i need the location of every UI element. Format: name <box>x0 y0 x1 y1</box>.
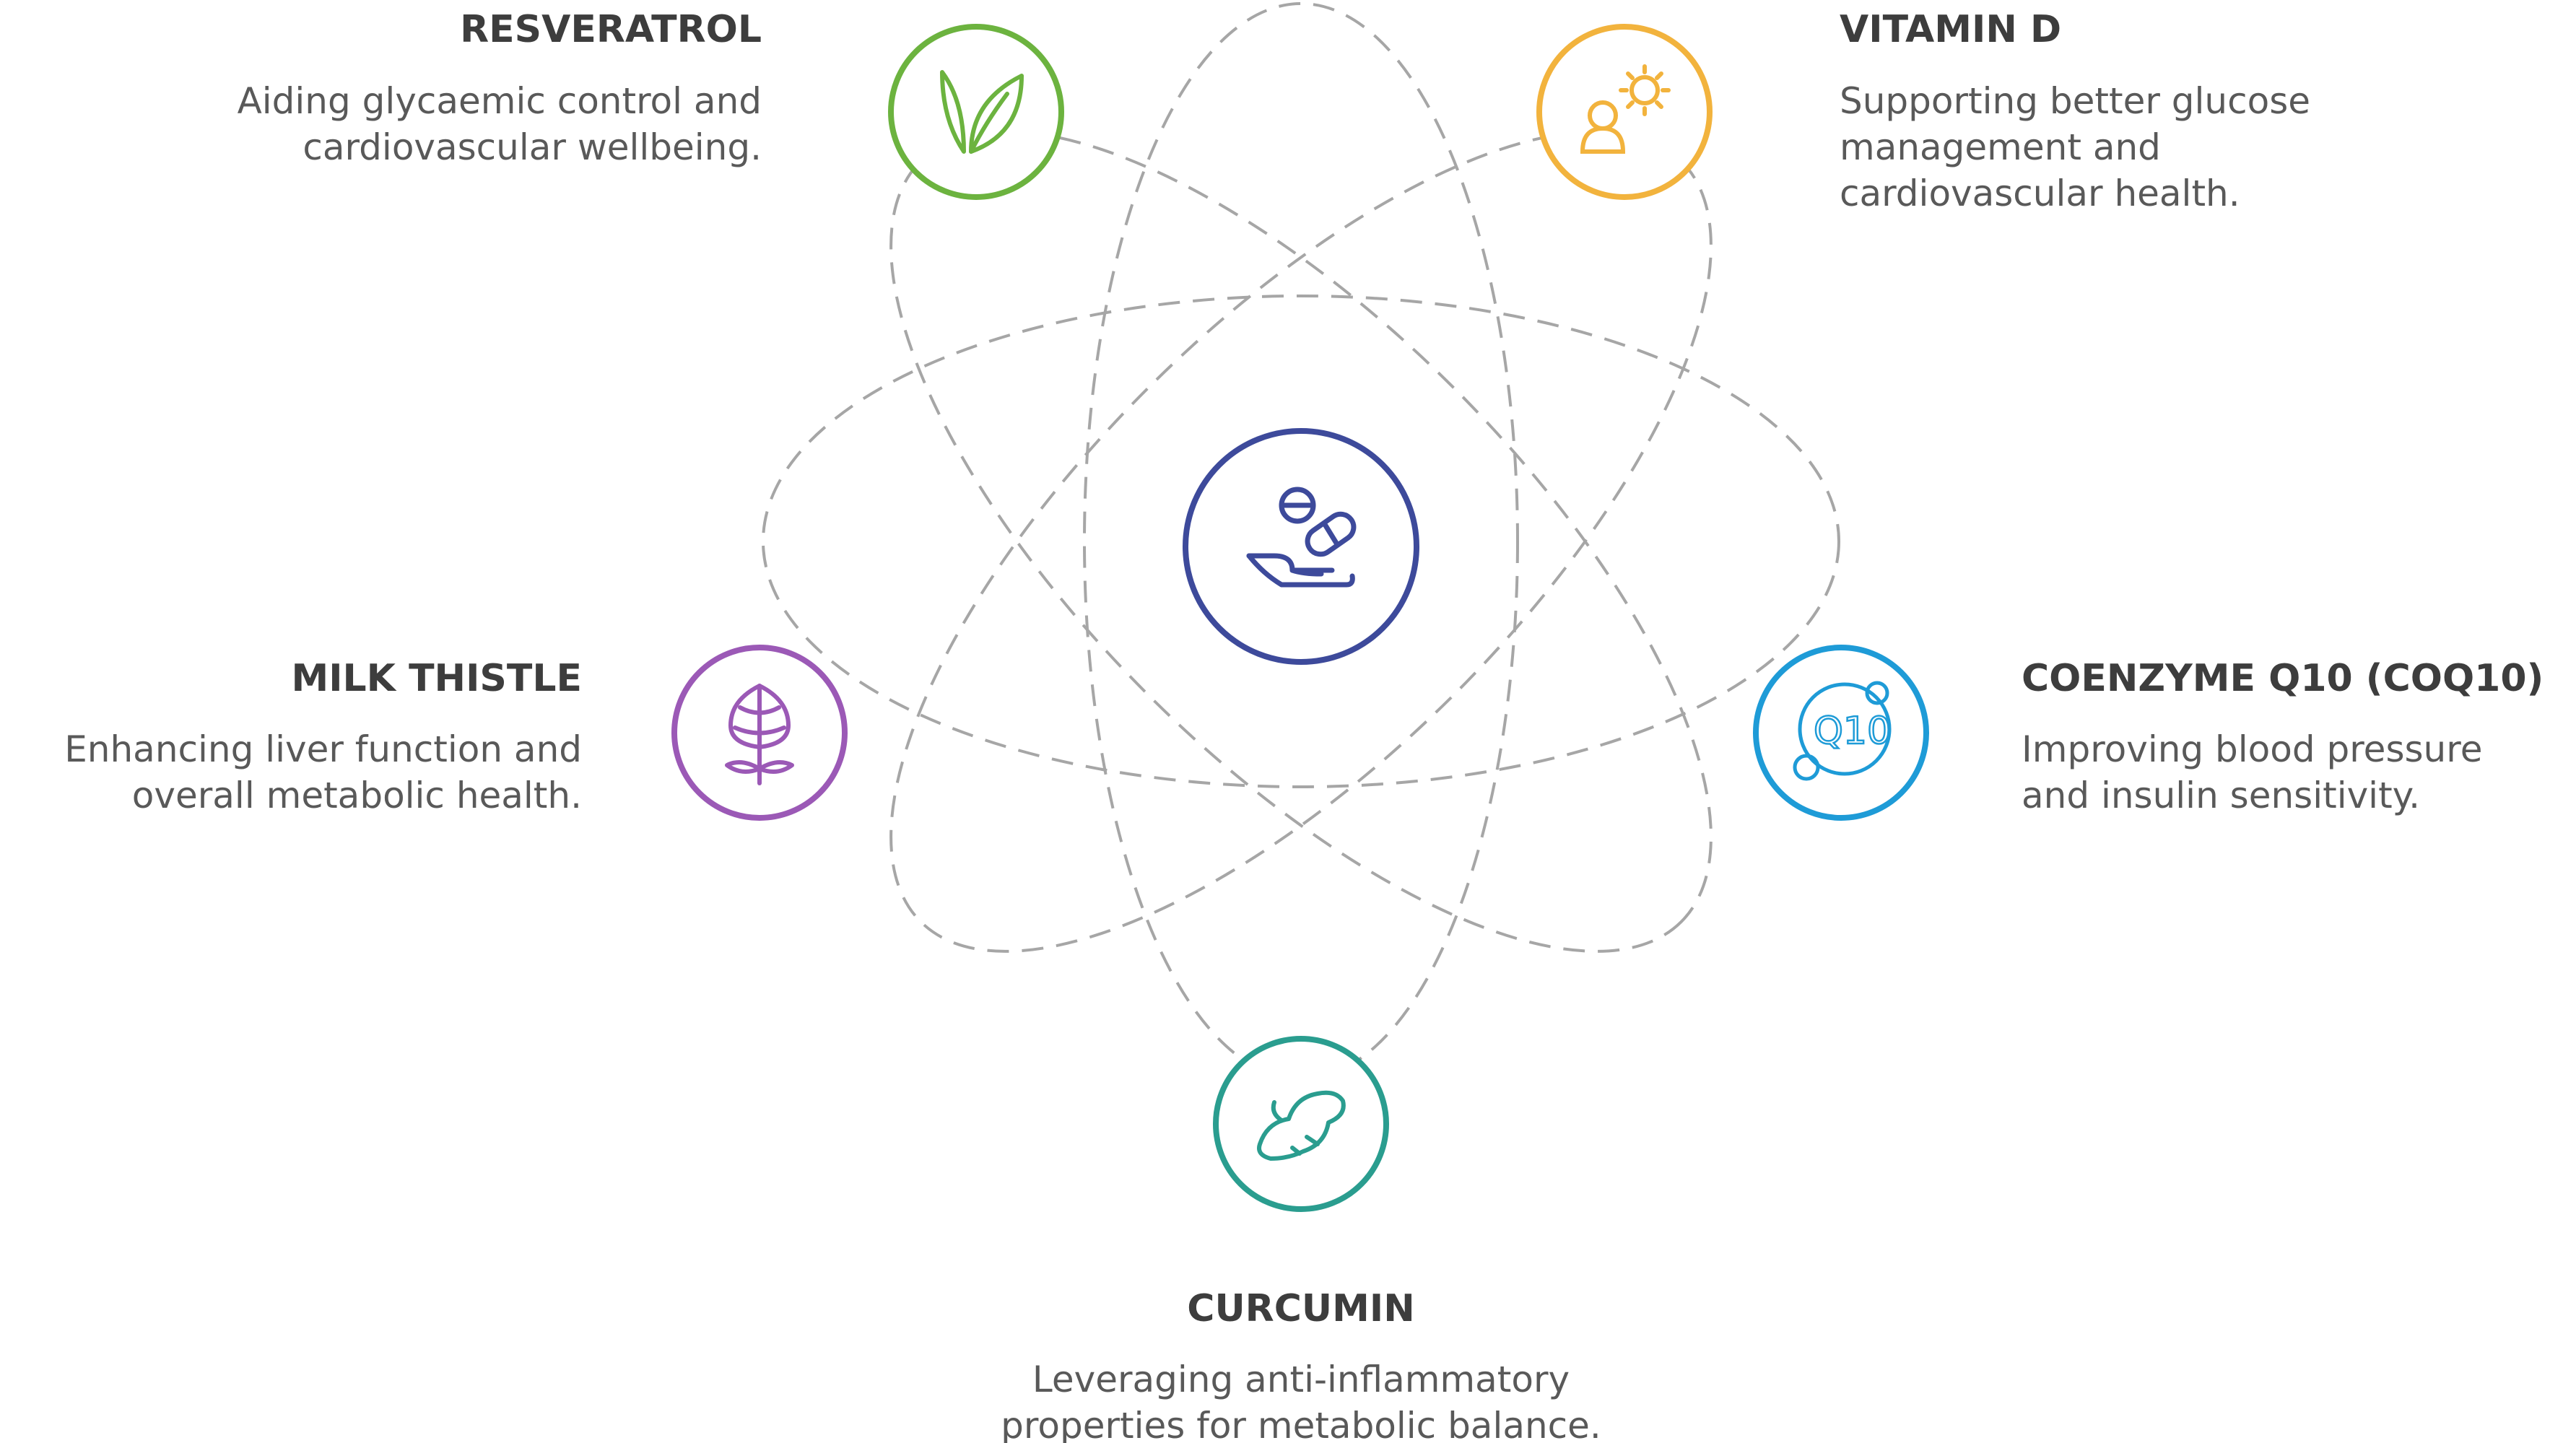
resveratrol-desc-line-1: Aiding glycaemic control and <box>238 80 762 122</box>
vitamin-d-title: VITAMIN D <box>1840 8 2061 51</box>
label-vitamin-d: VITAMIN D Supporting better glucose mana… <box>1840 8 2310 214</box>
coq10-desc-line-2: and insulin sensitivity. <box>2022 775 2420 816</box>
curcumin-desc-line-1: Leveraging anti-inflammatory <box>1032 1359 1570 1400</box>
thistle-flower-icon <box>725 684 794 785</box>
hand-with-pills-icon <box>1246 487 1357 588</box>
node-milk-thistle <box>671 645 848 821</box>
vitamin-d-desc-line-2: management and <box>1840 126 2161 168</box>
milk-thistle-title: MILK THISTLE <box>291 657 582 700</box>
svg-text:Q10: Q10 <box>1814 710 1891 753</box>
milk-thistle-desc-line-1: Enhancing liver function and <box>64 728 582 770</box>
node-curcumin <box>1213 1036 1389 1212</box>
label-curcumin: CURCUMIN Leveraging anti-inflammatory pr… <box>1001 1287 1601 1443</box>
q10-molecule-icon: Q10 <box>1793 681 1892 781</box>
curcumin-title: CURCUMIN <box>1187 1287 1414 1330</box>
orbit-vertical <box>1083 2 1519 1081</box>
node-resveratrol <box>888 24 1064 200</box>
label-resveratrol: RESVERATROL Aiding glycaemic control and… <box>238 8 762 168</box>
resveratrol-title: RESVERATROL <box>460 8 762 51</box>
node-vitamin-d <box>1536 24 1713 200</box>
orbit-diagonal-a <box>889 130 1713 953</box>
milk-thistle-desc-line-2: overall metabolic health. <box>132 775 582 816</box>
resveratrol-desc-line-2: cardiovascular wellbeing. <box>303 126 762 168</box>
leaf-icon <box>940 70 1024 154</box>
curcumin-desc-line-2: properties for metabolic balance. <box>1001 1405 1601 1443</box>
coq10-title: COENZYME Q10 (COQ10) <box>2022 657 2544 700</box>
vitamin-d-desc-line-1: Supporting better glucose <box>1840 80 2310 122</box>
center-node <box>1183 428 1419 665</box>
label-milk-thistle: MILK THISTLE Enhancing liver function an… <box>64 657 582 816</box>
vitamin-d-desc-line-3: cardiovascular health. <box>1840 173 2240 214</box>
turmeric-root-icon <box>1257 1090 1346 1161</box>
node-coq10: Q10 <box>1753 645 1929 821</box>
label-coq10: COENZYME Q10 (COQ10) Improving blood pre… <box>2022 657 2544 816</box>
coq10-desc-line-1: Improving blood pressure <box>2022 728 2482 770</box>
orbit-horizontal <box>762 295 1840 788</box>
person-sun-icon <box>1580 64 1671 154</box>
